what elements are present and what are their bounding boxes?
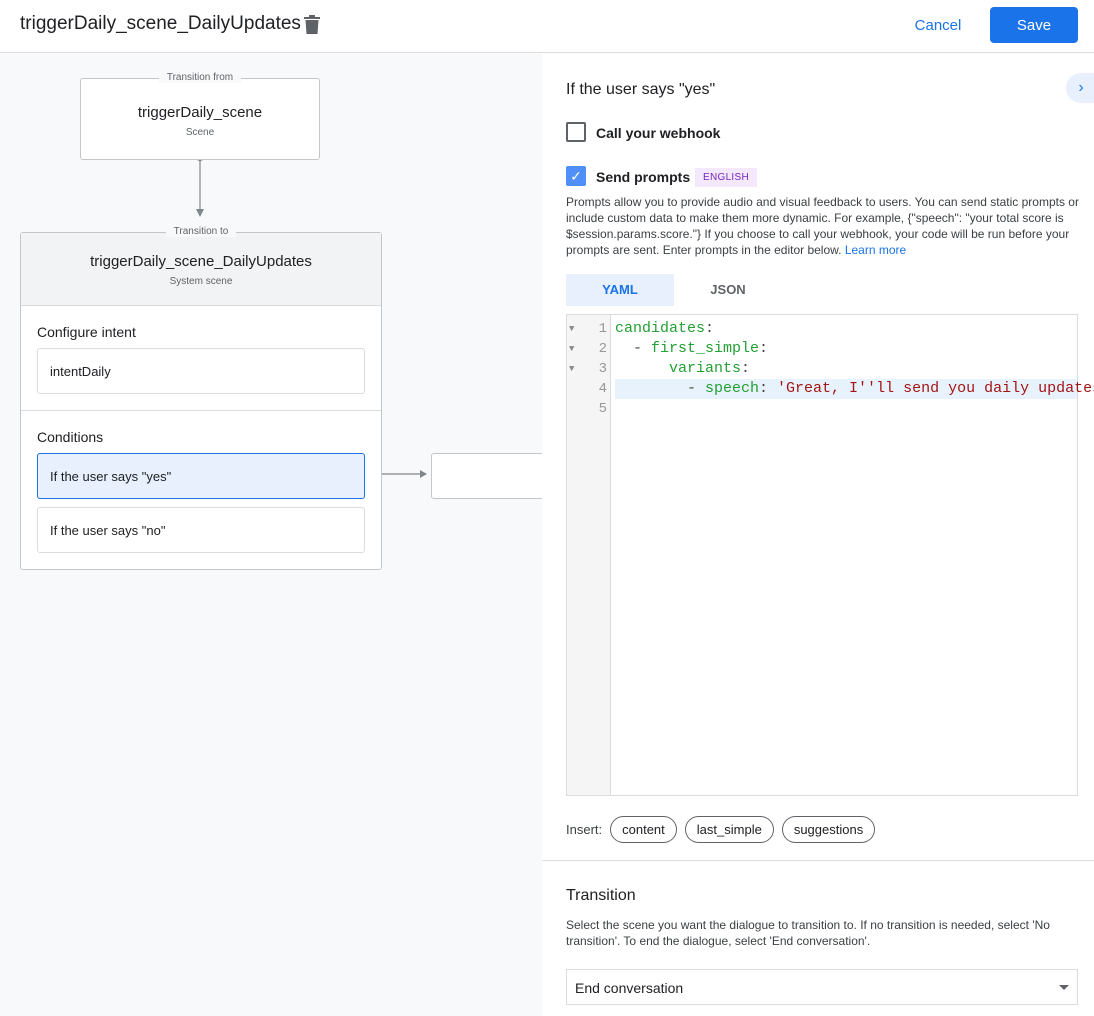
scene-type: Scene — [185, 127, 215, 138]
scene-type: System scene — [169, 276, 233, 287]
condition-item-no[interactable]: If the user says "no" — [37, 507, 365, 553]
transition-select[interactable]: End conversation — [566, 969, 1078, 1005]
conditions-heading: Conditions — [37, 429, 104, 445]
transition-to-label: Transition to — [165, 226, 237, 237]
transition-from-label: Transition from — [158, 72, 242, 83]
scene-name: triggerDaily_scene_DailyUpdates — [90, 253, 312, 270]
fold-icon[interactable]: ▼ — [569, 344, 575, 354]
insert-suggestions-chip[interactable]: suggestions — [781, 816, 876, 843]
page-title: triggerDaily_scene_DailyUpdates — [20, 13, 301, 34]
cancel-button[interactable]: Cancel — [903, 9, 973, 41]
node-header: Transition to triggerDaily_scene_DailyUp… — [21, 226, 381, 306]
scene-canvas: Transition from triggerDaily_scene Scene… — [0, 54, 542, 1016]
fold-icon[interactable]: ▼ — [569, 364, 575, 374]
language-badge: ENGLISH — [695, 168, 758, 187]
panel-title: If the user says "yes" — [566, 81, 716, 98]
dropdown-caret-icon — [1059, 985, 1069, 990]
save-button[interactable]: Save — [990, 7, 1078, 43]
insert-label: Insert: — [566, 822, 603, 837]
intent-item[interactable]: intentDaily — [37, 348, 365, 394]
scene-name: triggerDaily_scene — [137, 104, 263, 121]
insert-content-chip[interactable]: content — [610, 816, 677, 843]
divider — [542, 860, 1094, 861]
header: triggerDaily_scene_DailyUpdates Cancel S… — [0, 0, 1094, 53]
fold-icon[interactable]: ▼ — [569, 324, 575, 334]
condition-item-yes[interactable]: If the user says "yes" — [37, 453, 365, 499]
prompts-label: Send prompts — [596, 169, 691, 185]
webhook-label: Call your webhook — [596, 125, 721, 141]
insert-last-simple-chip[interactable]: last_simple — [684, 816, 774, 843]
prompts-description: Prompts allow you to provide audio and v… — [566, 195, 1079, 257]
transition-to-node: Transition to triggerDaily_scene_DailyUp… — [20, 226, 382, 570]
webhook-checkbox[interactable] — [566, 122, 586, 142]
target-scene-node[interactable] — [431, 453, 542, 499]
tab-json[interactable]: JSON — [710, 282, 746, 297]
condition-panel: If the user says "yes" › Call your webho… — [542, 54, 1094, 1016]
delete-icon[interactable] — [304, 15, 320, 34]
learn-more-link[interactable]: Learn more — [844, 243, 907, 257]
transition-description: Select the scene you want the dialogue t… — [566, 918, 1050, 948]
tab-yaml[interactable]: YAML — [566, 274, 674, 306]
prompts-checkbox[interactable]: ✓ — [566, 166, 586, 186]
chevron-right-icon[interactable]: › — [1066, 73, 1094, 103]
transition-from-node[interactable]: Transition from triggerDaily_scene Scene — [80, 72, 320, 160]
configure-intent-heading: Configure intent — [37, 324, 136, 340]
transition-heading: Transition — [566, 887, 636, 904]
insert-bar: Insert: content last_simple suggestions — [566, 816, 876, 843]
